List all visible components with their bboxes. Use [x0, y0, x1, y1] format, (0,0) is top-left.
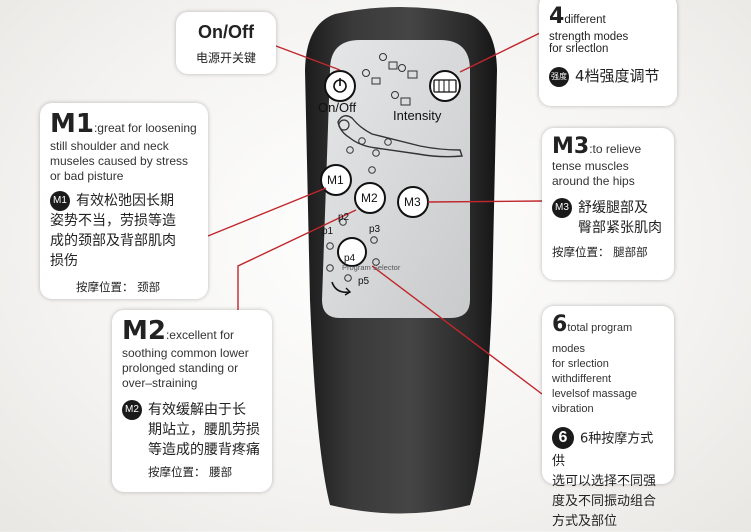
- m1-cn2: 姿势不当，劳损等造: [50, 213, 176, 229]
- m2-cn3: 等造成的腰背疼痛: [148, 442, 260, 458]
- strength-cn: 4档强度调节: [575, 67, 660, 85]
- m1-desc3: museles caused by stress: [50, 154, 189, 168]
- m1-cn4: 损伤: [50, 253, 78, 269]
- m1-desc1: :great for loosening: [93, 121, 197, 135]
- m1-callout: M1:great for loosening still shoulder an…: [40, 103, 208, 299]
- m1-desc4: or bad pisture: [50, 169, 124, 183]
- modes-num: 6: [552, 312, 568, 337]
- modes-callout: 6total program modes for srlection withd…: [542, 306, 674, 529]
- m1-cn1: 有效松弛因长期: [76, 193, 174, 209]
- body-figure: [337, 115, 463, 158]
- m2-button: [354, 182, 386, 214]
- strength-callout: 4different strength modes for srlectlon …: [539, 0, 677, 106]
- modes-cn4: 方式及部位: [552, 513, 618, 529]
- remote-program-label: Program Selector: [342, 263, 401, 272]
- m1-pos: 按摩位置： 颈部: [76, 280, 161, 294]
- m2-cn2: 期站立，腰肌劳损: [148, 422, 260, 438]
- remote-p3-label: p3: [369, 224, 381, 235]
- remote-onoff-label: On/Off: [318, 100, 357, 115]
- m2-badge: M2: [122, 399, 142, 420]
- m3-badge: M3: [552, 197, 572, 218]
- strength-line3: for srlectlon: [549, 43, 609, 55]
- m2-desc4: over–straining: [122, 376, 198, 390]
- modes-badge: 6: [552, 427, 574, 449]
- m1-button: [320, 164, 352, 196]
- m3-pos: 按摩位置： 腿部部: [552, 245, 648, 259]
- m3-desc3: around the hips: [552, 174, 635, 188]
- m3-cn2: 臀部紧张肌肉: [578, 220, 662, 236]
- modes-cn3: 度及不同振动组合: [552, 493, 657, 509]
- onoff-callout: On/Off 电源开关键: [176, 12, 276, 74]
- m1-cn3: 成的颈部及背部肌肉: [50, 233, 176, 249]
- m2-cn1: 有效缓解由于长: [148, 402, 246, 418]
- m2-desc2: soothing common lower: [122, 346, 249, 360]
- strength-num: 4: [549, 4, 565, 29]
- remote-p1-label: p1: [322, 226, 334, 237]
- remote-p2-label: p2: [338, 212, 350, 223]
- remote-m2-label[interactable]: M2: [361, 191, 378, 205]
- strength-line2: strength modes: [549, 31, 629, 43]
- modes-desc1: total program modes: [552, 322, 633, 355]
- strength-word: different: [564, 14, 606, 26]
- m3-callout: M3:to relieve tense muscles around the h…: [542, 128, 674, 280]
- strength-badge: 强度: [549, 66, 569, 87]
- modes-desc4: vibration: [552, 403, 594, 415]
- m3-cn1: 舒缓腿部及: [578, 200, 648, 216]
- m2-callout: M2:excellent for soothing common lower p…: [112, 310, 272, 492]
- remote-m3-label[interactable]: M3: [404, 195, 421, 209]
- m2-desc1: :excellent for: [165, 328, 235, 342]
- m2-big: M2: [122, 316, 166, 346]
- m1-desc2: still shoulder and neck: [50, 139, 169, 153]
- onoff-title: On/Off: [198, 22, 254, 42]
- remote-p4-label: p4: [344, 253, 356, 264]
- modes-cn2: 选可以选择不同强: [552, 473, 657, 489]
- m3-desc2: tense muscles: [552, 159, 629, 173]
- m3-big: M3: [552, 134, 590, 159]
- remote-m1-label[interactable]: M1: [327, 173, 344, 187]
- remote-p5-label: p5: [358, 276, 370, 287]
- program-button: [337, 237, 367, 267]
- m2-pos: 按摩位置： 腰部: [148, 465, 233, 479]
- intensity-button: [429, 70, 461, 102]
- m2-desc3: prolonged standing or: [122, 361, 239, 375]
- modes-desc2: for srlection withdifferent: [552, 358, 612, 385]
- remote-intensity-label: Intensity: [393, 108, 442, 123]
- m1-big: M1: [50, 109, 94, 139]
- m3-desc1: :to relieve: [589, 142, 642, 156]
- m1-badge: M1: [50, 190, 70, 211]
- modes-cn1: 6种按摩方式供: [552, 431, 654, 469]
- modes-desc3: levelsof massage: [552, 388, 637, 400]
- onoff-cn: 电源开关键: [195, 51, 256, 65]
